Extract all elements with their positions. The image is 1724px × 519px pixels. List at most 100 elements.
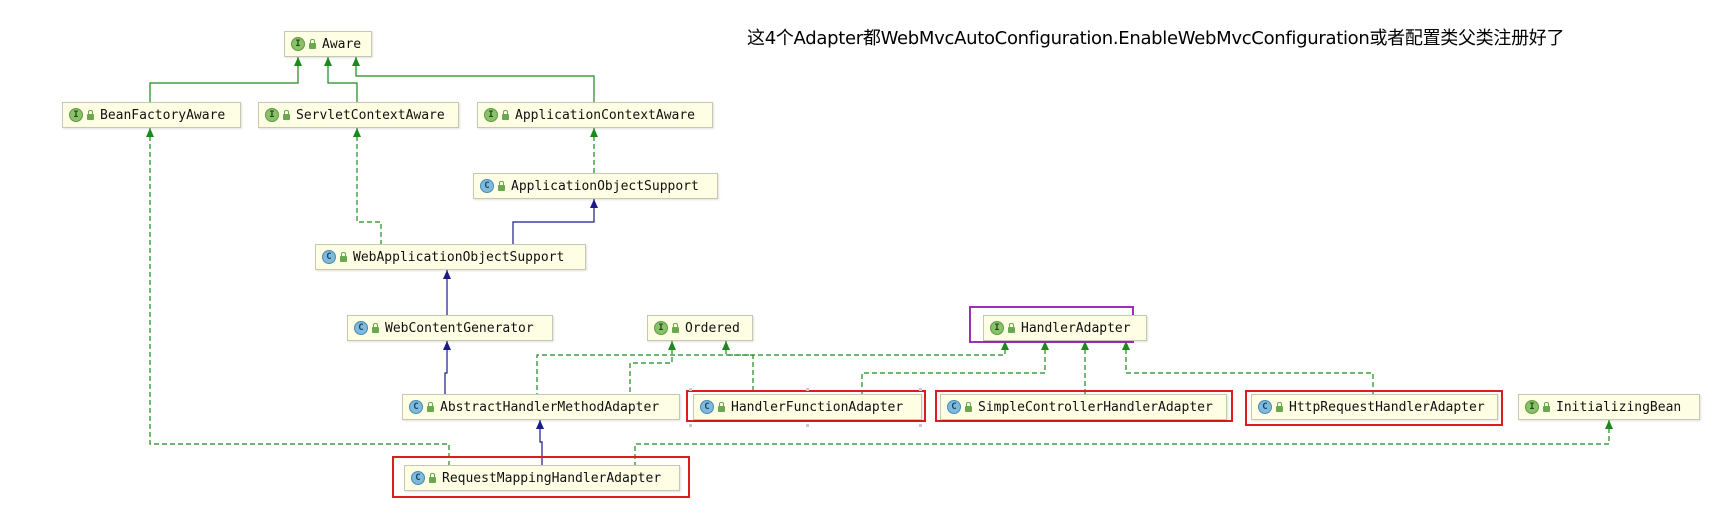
edge-webapplicationobjectsupport-applicationobjectsupport-arrowhead — [590, 199, 598, 208]
node-label: BeanFactoryAware — [100, 107, 226, 123]
edge-webapplicationobjectsupport-servletcontextaware — [356, 128, 382, 244]
interface-icon: I — [990, 321, 1004, 335]
edge-requestmappinghandleradapter-abstracthandlermethodadapter-arrowhead — [536, 420, 544, 429]
resize-handle — [919, 388, 922, 391]
edge-handlerfunctionadapter-ordered — [725, 341, 754, 394]
annotation-note: 这4个Adapter都WebMvcAutoConfiguration.Enabl… — [747, 28, 1565, 49]
highlight-requestmappinghandleradapter — [392, 456, 690, 498]
interface-icon: I — [654, 321, 668, 335]
edge-servletcontextaware-aware — [327, 57, 358, 102]
edge-beanfactoryaware-aware-arrowhead — [294, 57, 302, 66]
node-label: SimpleControllerHandlerAdapter — [978, 399, 1213, 415]
node-initializingbean[interactable]: I InitializingBean — [1518, 394, 1700, 420]
edge-handlerfunctionadapter-handleradapter-arrowhead — [1041, 341, 1049, 350]
public-lock-icon — [718, 402, 725, 412]
edge-abstracthandlermethodadapter-webcontentgenerator-arrowhead — [443, 341, 451, 350]
interface-icon: I — [1525, 400, 1539, 414]
node-httprequesthandleradapter[interactable]: C HttpRequestHandlerAdapter — [1251, 394, 1498, 420]
node-label: ServletContextAware — [296, 107, 445, 123]
node-webapplicationobjectsupport[interactable]: C WebApplicationObjectSupport — [315, 244, 586, 270]
public-lock-icon — [427, 402, 434, 412]
edge-servletcontextaware-aware-arrowhead — [324, 57, 332, 66]
public-lock-icon — [309, 39, 316, 49]
class-icon: C — [409, 400, 423, 414]
node-label: ApplicationObjectSupport — [511, 178, 699, 194]
node-label: AbstractHandlerMethodAdapter — [440, 399, 660, 415]
node-label: InitializingBean — [1556, 399, 1682, 415]
class-icon: C — [1258, 400, 1272, 414]
public-lock-icon — [1276, 402, 1283, 412]
node-label: HandlerFunctionAdapter — [731, 399, 904, 415]
resize-handle — [806, 388, 809, 391]
resize-handle — [806, 424, 809, 427]
class-icon: C — [480, 179, 494, 193]
public-lock-icon — [283, 110, 290, 120]
interface-icon: I — [265, 108, 279, 122]
class-icon: C — [322, 250, 336, 264]
edge-abstracthandlermethodadapter-ordered-arrowhead — [668, 341, 676, 350]
node-label: Ordered — [685, 320, 740, 336]
edge-applicationobjectsupport-applicationcontextaware-arrowhead — [590, 128, 598, 137]
edge-requestmappinghandleradapter-beanfactoryaware — [149, 128, 450, 465]
node-webcontentgenerator[interactable]: C WebContentGenerator — [347, 315, 553, 341]
node-requestmappinghandleradapter[interactable]: C RequestMappingHandlerAdapter — [404, 465, 680, 491]
resize-handle — [919, 424, 922, 427]
public-lock-icon — [340, 252, 347, 262]
node-handlerfunctionadapter[interactable]: C HandlerFunctionAdapter — [693, 394, 922, 420]
node-label: HttpRequestHandlerAdapter — [1289, 399, 1485, 415]
interface-icon: I — [484, 108, 498, 122]
edge-abstracthandlermethodadapter-handleradapter-arrowhead — [1001, 341, 1009, 350]
edge-requestmappinghandleradapter-initializingbean-arrowhead — [1605, 420, 1613, 429]
edge-applicationcontextaware-aware-arrowhead — [352, 57, 360, 66]
node-label: RequestMappingHandlerAdapter — [442, 470, 662, 486]
interface-icon: I — [291, 37, 305, 51]
edge-abstracthandlermethodadapter-handleradapter — [536, 341, 1006, 394]
edge-httprequesthandleradapter-handleradapter — [1125, 341, 1374, 394]
edge-handlerfunctionadapter-ordered-arrowhead — [722, 341, 730, 350]
highlight-handlerfunctionadapter — [686, 390, 926, 422]
node-ordered[interactable]: I Ordered — [647, 315, 753, 341]
edge-handlerfunctionadapter-handleradapter — [861, 341, 1046, 394]
edge-webapplicationobjectsupport-applicationobjectsupport — [512, 199, 595, 244]
node-aware[interactable]: I Aware — [284, 31, 372, 57]
edge-httprequesthandleradapter-handleradapter-arrowhead — [1122, 341, 1130, 350]
node-beanfactoryaware[interactable]: I BeanFactoryAware — [62, 102, 241, 128]
edge-webapplicationobjectsupport-servletcontextaware-arrowhead — [353, 128, 361, 137]
highlight-simplecontrollerhandleradapter — [935, 390, 1233, 422]
public-lock-icon — [1543, 402, 1550, 412]
node-label: WebContentGenerator — [385, 320, 534, 336]
node-handleradapter[interactable]: I HandlerAdapter — [983, 315, 1147, 341]
edge-abstracthandlermethodadapter-ordered — [629, 341, 673, 394]
public-lock-icon — [1008, 323, 1015, 333]
node-applicationcontextaware[interactable]: I ApplicationContextAware — [477, 102, 713, 128]
node-label: ApplicationContextAware — [515, 107, 696, 123]
public-lock-icon — [502, 110, 509, 120]
node-label: WebApplicationObjectSupport — [353, 249, 565, 265]
class-icon: C — [947, 400, 961, 414]
node-applicationobjectsupport[interactable]: C ApplicationObjectSupport — [473, 173, 718, 199]
public-lock-icon — [498, 181, 505, 191]
node-label: Aware — [322, 36, 362, 52]
class-icon: C — [354, 321, 368, 335]
node-servletcontextaware[interactable]: I ServletContextAware — [258, 102, 459, 128]
public-lock-icon — [965, 402, 972, 412]
node-label: HandlerAdapter — [1021, 320, 1131, 336]
highlight-httprequesthandleradapter — [1245, 390, 1503, 426]
resize-handle — [689, 388, 692, 391]
resize-handle — [689, 424, 692, 427]
edge-requestmappinghandleradapter-beanfactoryaware-arrowhead — [146, 128, 154, 137]
edge-applicationcontextaware-aware — [355, 57, 595, 102]
edge-simplecontrollerhandleradapter-handleradapter-arrowhead — [1081, 341, 1089, 350]
public-lock-icon — [672, 323, 679, 333]
public-lock-icon — [372, 323, 379, 333]
class-icon: C — [700, 400, 714, 414]
node-abstracthandlermethodadapter[interactable]: C AbstractHandlerMethodAdapter — [402, 394, 680, 420]
node-simplecontrollerhandleradapter[interactable]: C SimpleControllerHandlerAdapter — [940, 394, 1227, 420]
edge-abstracthandlermethodadapter-webcontentgenerator — [444, 341, 448, 394]
class-icon: C — [411, 471, 425, 485]
public-lock-icon — [87, 110, 94, 120]
edge-requestmappinghandleradapter-initializingbean — [634, 420, 1610, 465]
public-lock-icon — [429, 473, 436, 483]
